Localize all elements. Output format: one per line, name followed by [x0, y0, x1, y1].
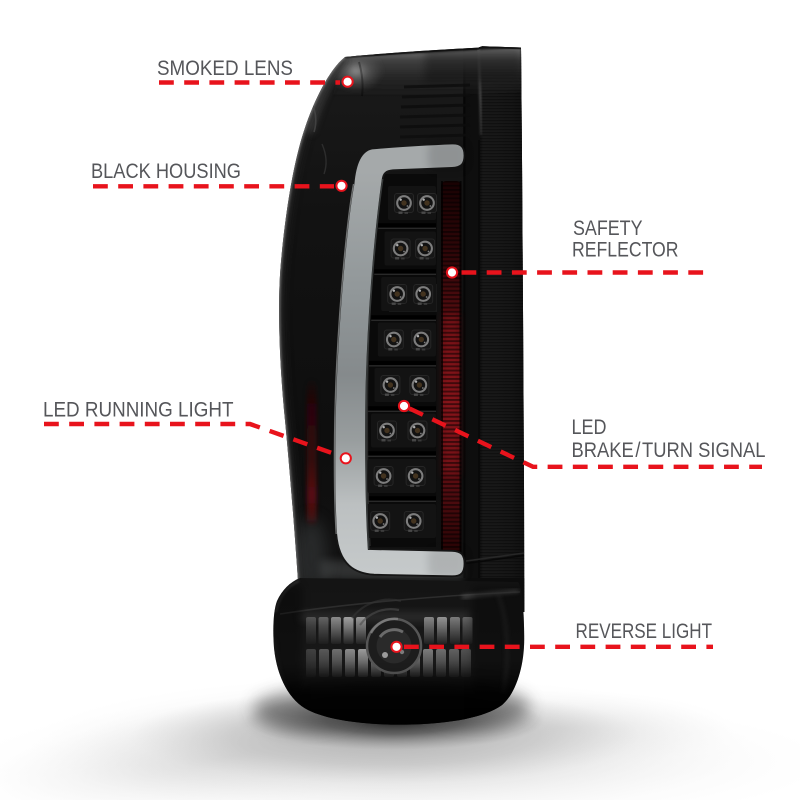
svg-text:LED RUNNING LIGHT: LED RUNNING LIGHT [43, 397, 234, 421]
svg-text:SAFETY: SAFETY [573, 216, 643, 240]
svg-text:SMOKED LENS: SMOKED LENS [157, 56, 293, 80]
svg-text:REVERSE LIGHT: REVERSE LIGHT [576, 619, 713, 643]
svg-text:BLACK HOUSING: BLACK HOUSING [91, 159, 241, 183]
svg-text:BRAKE / TURN SIGNAL: BRAKE / TURN SIGNAL [572, 438, 766, 462]
svg-text:REFLECTOR: REFLECTOR [572, 238, 679, 262]
svg-text:LED: LED [572, 415, 607, 439]
